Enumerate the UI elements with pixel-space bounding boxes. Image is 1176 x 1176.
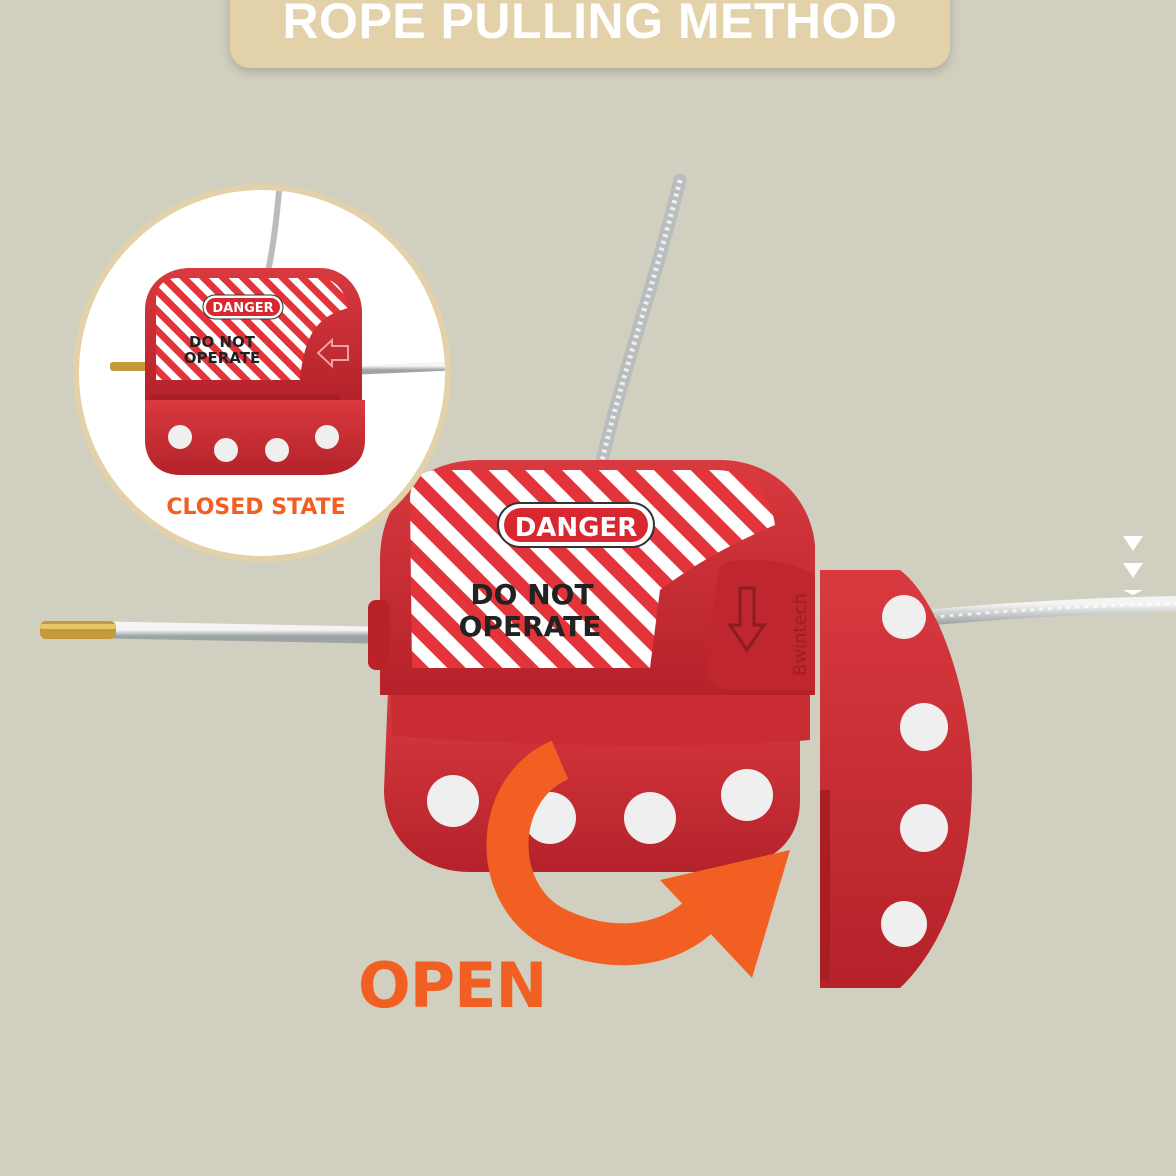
chevron-down-icon	[1123, 590, 1143, 595]
closed-state-label: CLOSED STATE	[166, 495, 345, 520]
title-banner: ROPE PULLING METHOD	[230, 0, 950, 68]
open-label: OPEN	[358, 949, 547, 1022]
chevron-down-icon	[1123, 536, 1143, 551]
inset-danger-label: DANGER	[212, 301, 273, 316]
banner-title: ROPE PULLING METHOD	[282, 0, 898, 49]
lock-hole	[624, 792, 676, 844]
lock-hole	[881, 901, 927, 947]
lock-hole	[882, 595, 926, 639]
down-arrow-icon	[727, 586, 767, 653]
chevron-down-icon	[1123, 563, 1143, 578]
scroll-indicator	[1122, 536, 1144, 595]
cable-lockout-device: DANGER DO NOT OPERATE Bwintech	[368, 460, 972, 988]
inset-do-not-label: DO NOT	[189, 333, 256, 351]
lock-hole	[900, 703, 948, 751]
cable-brass-end	[40, 621, 116, 639]
lock-hole	[427, 775, 479, 827]
lock-hole	[900, 804, 948, 852]
closed-state-inset: DANGER DO NOT OPERATE CLOSED STATE	[73, 184, 451, 562]
brand-label: Bwintech	[790, 593, 811, 676]
inset-operate-label: OPERATE	[184, 349, 260, 367]
lock-hole	[721, 769, 773, 821]
left-arrow-icon	[316, 337, 349, 369]
do-not-label: DO NOT	[470, 578, 593, 611]
danger-label: DANGER	[515, 513, 638, 543]
curved-arrow-icon	[486, 740, 790, 978]
operate-label: OPERATE	[459, 610, 602, 643]
